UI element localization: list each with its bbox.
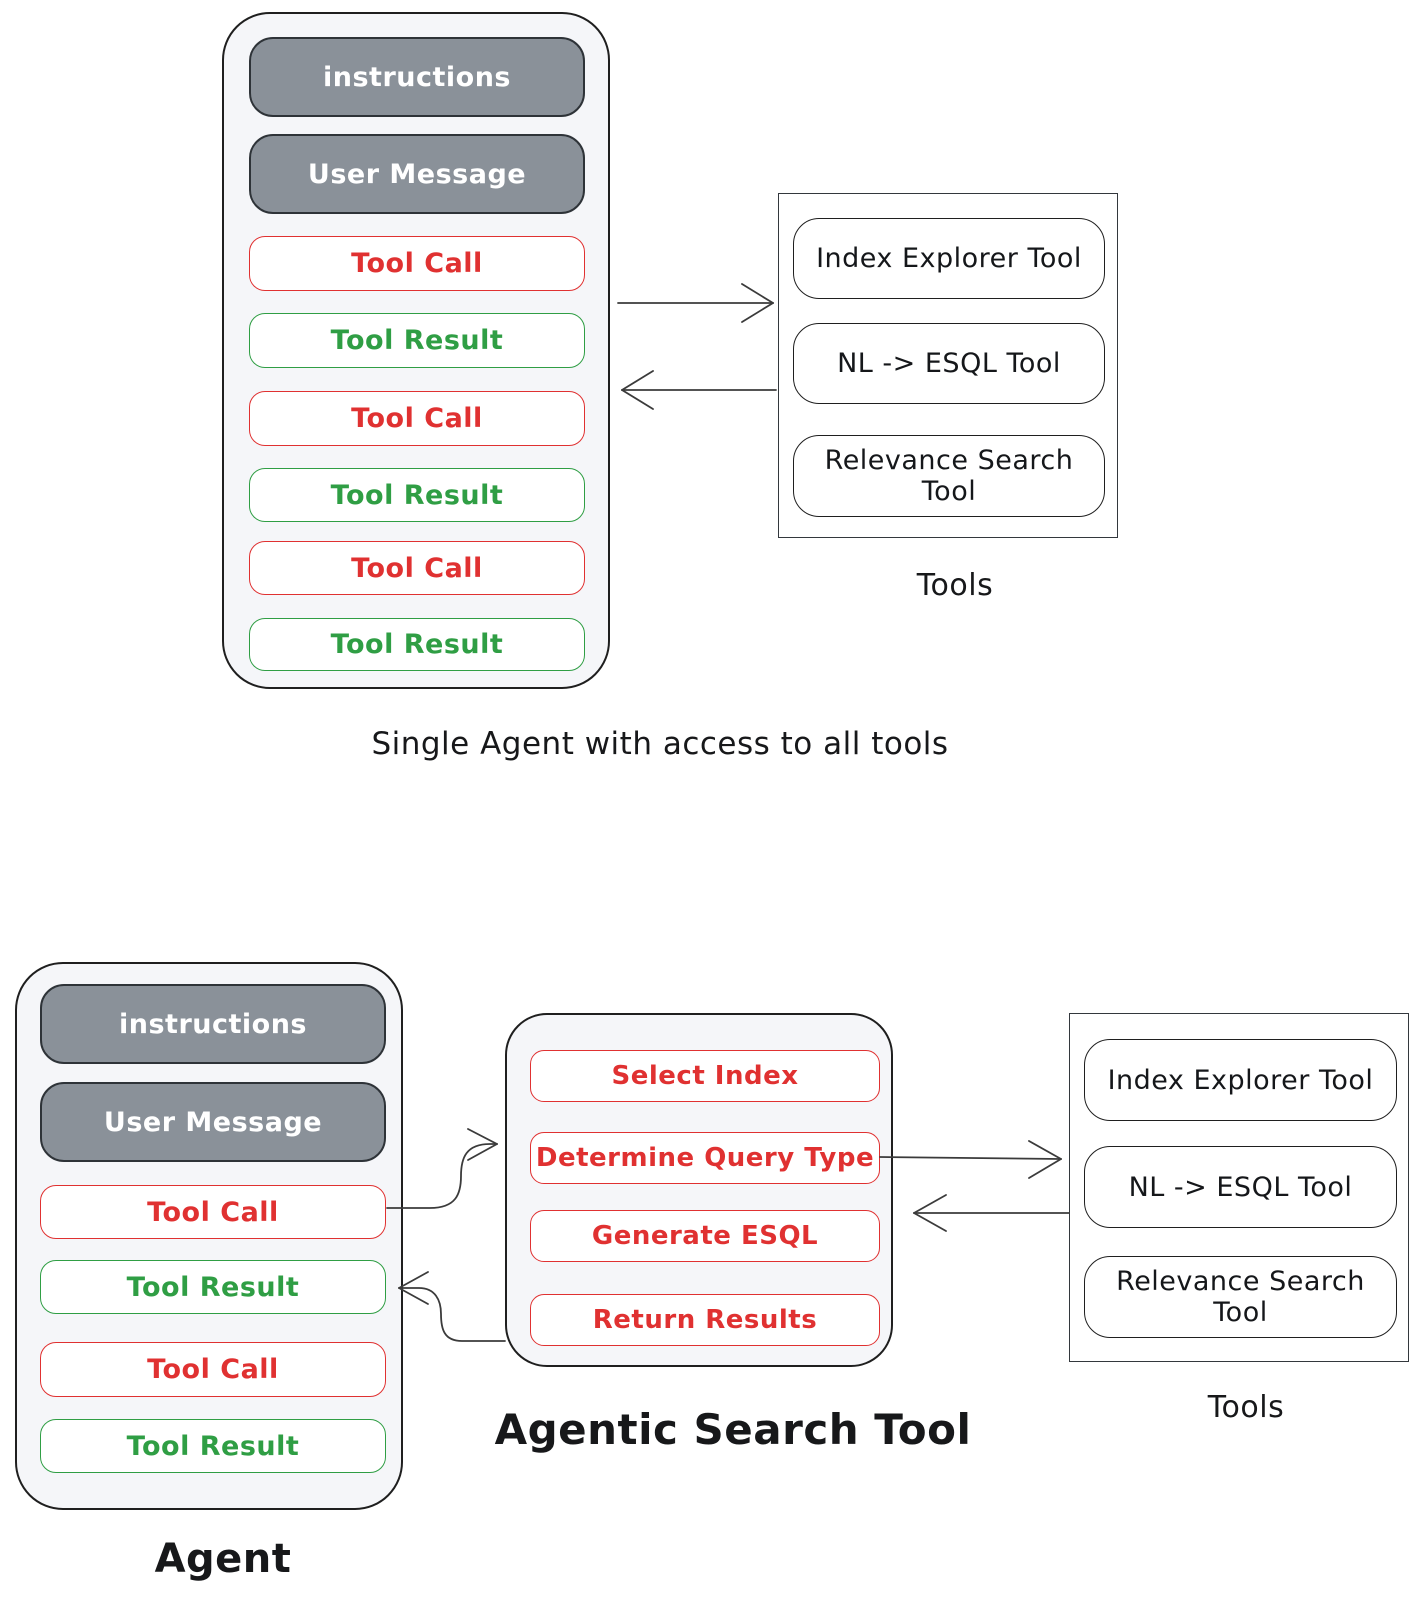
tool-item-index-explorer: Index Explorer Tool (1084, 1039, 1397, 1121)
instructions-box: instructions (40, 984, 386, 1064)
arrow-agentic-to-toolresult (398, 1271, 506, 1342)
tool-item-relevance-search: Relevance Search Tool (793, 435, 1105, 517)
tool-result-box: Tool Result (249, 618, 585, 671)
step-determine-query-type: Determine Query Type (530, 1132, 880, 1184)
agentic-search-tool-container: Select Index Determine Query Type Genera… (505, 1013, 893, 1367)
tool-result-box: Tool Result (40, 1419, 386, 1473)
instructions-box: instructions (249, 37, 585, 117)
tools-label: Tools (916, 568, 994, 603)
arrow-agentic-to-tools (879, 1140, 1062, 1179)
tools-box: Index Explorer Tool NL -> ESQL Tool Rele… (1069, 1013, 1409, 1362)
agent-container: instructions User Message Tool Call Tool… (15, 962, 403, 1510)
tool-item-relevance-search: Relevance Search Tool (1084, 1256, 1397, 1338)
agentic-search-tool-caption: Agentic Search Tool (494, 1405, 972, 1454)
tool-item-nl-esql: NL -> ESQL Tool (1084, 1146, 1397, 1228)
tool-call-box: Tool Call (249, 391, 585, 446)
arrow-agent-to-tools (617, 283, 774, 323)
user-message-box: User Message (40, 1082, 386, 1162)
tool-item-index-explorer: Index Explorer Tool (793, 218, 1105, 299)
arrow-tools-to-agent (621, 370, 777, 410)
single-agent-caption: Single Agent with access to all tools (371, 726, 949, 762)
user-message-box: User Message (249, 134, 585, 214)
tool-call-box: Tool Call (40, 1342, 386, 1397)
tool-result-box: Tool Result (249, 313, 585, 368)
tool-call-box: Tool Call (249, 541, 585, 595)
tool-result-box: Tool Result (40, 1260, 386, 1314)
arrow-tools-to-agentic (913, 1194, 1070, 1232)
tools-label: Tools (1207, 1390, 1285, 1425)
tool-call-box: Tool Call (249, 236, 585, 291)
tool-item-nl-esql: NL -> ESQL Tool (793, 323, 1105, 404)
step-return-results: Return Results (530, 1294, 880, 1346)
tools-box: Index Explorer Tool NL -> ESQL Tool Rele… (778, 193, 1118, 538)
agent-caption: Agent (154, 1536, 292, 1582)
single-agent-container: instructions User Message Tool Call Tool… (222, 12, 610, 689)
step-generate-esql: Generate ESQL (530, 1210, 880, 1262)
tool-result-box: Tool Result (249, 468, 585, 522)
arrow-toolcall-to-agentic (386, 1128, 498, 1209)
tool-call-box: Tool Call (40, 1185, 386, 1239)
step-select-index: Select Index (530, 1050, 880, 1102)
